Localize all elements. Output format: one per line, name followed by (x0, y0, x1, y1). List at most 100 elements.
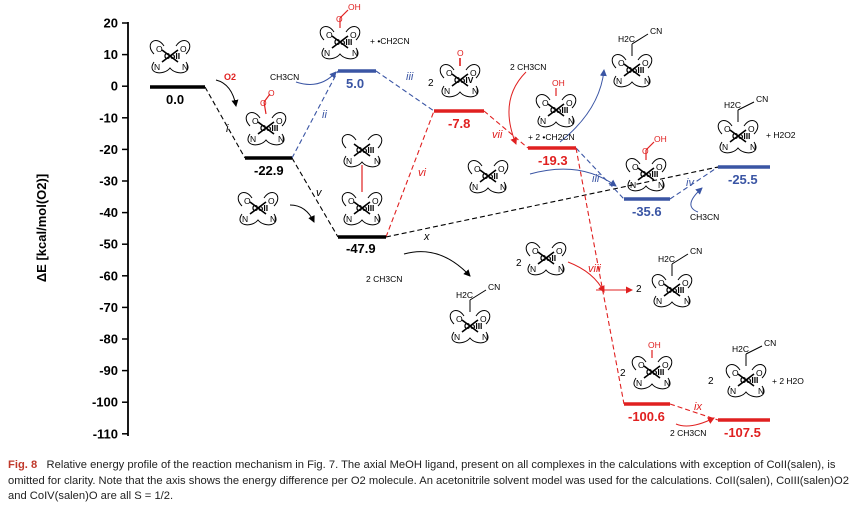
svg-text:CoIII: CoIII (666, 285, 684, 295)
svg-text:N: N (250, 134, 256, 144)
svg-text:OH: OH (654, 134, 667, 144)
svg-text:O: O (457, 48, 464, 58)
y-tick-label: -60 (99, 268, 118, 283)
arrow-iii-b (529, 168, 617, 187)
svg-text:N: N (656, 296, 662, 306)
svg-text:O: O (682, 278, 689, 288)
level-label-L8: -25.5 (728, 172, 758, 187)
coef-2-ix: 2 (708, 376, 714, 387)
species-o2: O2 (224, 72, 236, 82)
conn-L7-L8 (669, 166, 719, 200)
coef-2-coiv: 2 (428, 78, 434, 89)
figure-caption: Fig. 8 Relative energy profile of the re… (8, 458, 858, 505)
svg-text:N: N (722, 142, 728, 152)
svg-text:CoII: CoII (164, 51, 180, 61)
svg-text:H2C: H2C (732, 344, 749, 354)
arrow-ch3cn-ii (295, 71, 337, 85)
caption-fig-label: Fig. 8 (8, 459, 38, 471)
svg-text:H2C: H2C (456, 290, 473, 300)
svg-text:N: N (540, 116, 546, 126)
svg-text:O: O (732, 368, 739, 378)
arrow-iv (690, 187, 703, 213)
svg-text:CoIII: CoIII (356, 203, 374, 213)
svg-text:CoIII: CoIII (740, 375, 758, 385)
svg-text:N: N (616, 76, 622, 86)
svg-text:CoII: CoII (540, 253, 556, 263)
svg-text:N: N (658, 180, 664, 190)
svg-text:CN: CN (690, 246, 702, 256)
y-tick-label: -100 (92, 395, 118, 410)
conn-L2-L4 (291, 70, 339, 159)
svg-text:O: O (642, 58, 649, 68)
conn-L2-L3 (291, 157, 339, 238)
svg-text:N: N (684, 296, 690, 306)
svg-text:CoII: CoII (482, 171, 498, 181)
svg-text:CoIII: CoIII (646, 367, 664, 377)
step-iv: iv (686, 177, 695, 189)
step-v: v (316, 187, 323, 199)
svg-text:N: N (154, 62, 160, 72)
svg-text:CN: CN (488, 282, 500, 292)
svg-text:O: O (480, 314, 487, 324)
svg-text:OH: OH (648, 340, 661, 350)
conn-L1-L2 (204, 86, 246, 159)
level-label-L3: -47.9 (346, 241, 376, 256)
level-label-L9: -100.6 (628, 409, 665, 424)
svg-text:N: N (482, 332, 488, 342)
level-label-L10: -107.5 (724, 425, 761, 440)
species-2ch3cn-ix: 2 CH3CN (670, 428, 706, 438)
reaction-arrows (215, 69, 715, 427)
y-tick-label: -40 (99, 205, 118, 220)
species-plus-2ch2cn: + 2 •CH2CN (528, 132, 575, 142)
y-tick-label: 0 (111, 79, 118, 94)
step-ii: ii (322, 109, 327, 121)
arrow-o2 (215, 79, 239, 107)
species-plus-2h2o: + 2 H2O (772, 376, 804, 386)
svg-text:CoII: CoII (252, 203, 268, 213)
arrow-viii (567, 261, 605, 293)
svg-text:H2C: H2C (724, 100, 741, 110)
y-tick-label: -70 (99, 300, 118, 315)
level-label-L6: -19.3 (538, 153, 568, 168)
svg-text:CoIII: CoIII (626, 65, 644, 75)
step-viii: viii (588, 263, 601, 275)
svg-text:CoIII: CoIII (260, 123, 278, 133)
svg-text:H2C: H2C (658, 254, 675, 264)
svg-text:N: N (374, 214, 380, 224)
svg-text:N: N (630, 180, 636, 190)
caption-text: Relative energy profile of the reaction … (8, 459, 849, 502)
svg-text:O: O (446, 68, 453, 78)
svg-text:CN: CN (650, 26, 662, 36)
svg-text:N: N (644, 76, 650, 86)
arrow-ix (675, 417, 715, 427)
step-ix: ix (694, 401, 702, 413)
svg-text:O: O (756, 368, 763, 378)
conn-L5-L6 (483, 110, 529, 149)
svg-text:N: N (568, 116, 574, 126)
species-2ch3cn-top: 2 CH3CN (510, 62, 546, 72)
svg-text:O: O (268, 88, 275, 98)
svg-text:O: O (252, 116, 259, 126)
connectors (204, 70, 719, 421)
svg-text:O: O (642, 146, 649, 156)
y-axis-label: ΔE [kcal/mol(O2)] (34, 174, 49, 282)
conn-L3-L5 (385, 110, 435, 238)
arrow-up-blue (559, 69, 607, 143)
conn-L6-L7 (575, 147, 625, 200)
svg-text:N: N (444, 86, 450, 96)
svg-text:N: N (636, 378, 642, 388)
conn-L4-L5 (375, 70, 435, 112)
level-labels: 0.0 -22.9 -47.9 5.0 -7.8 -19.3 -35.6 -25… (166, 76, 761, 440)
svg-text:N: N (472, 182, 478, 192)
svg-text:O: O (260, 98, 267, 108)
svg-text:O: O (156, 44, 163, 54)
conn-L9-L10 (669, 403, 719, 421)
